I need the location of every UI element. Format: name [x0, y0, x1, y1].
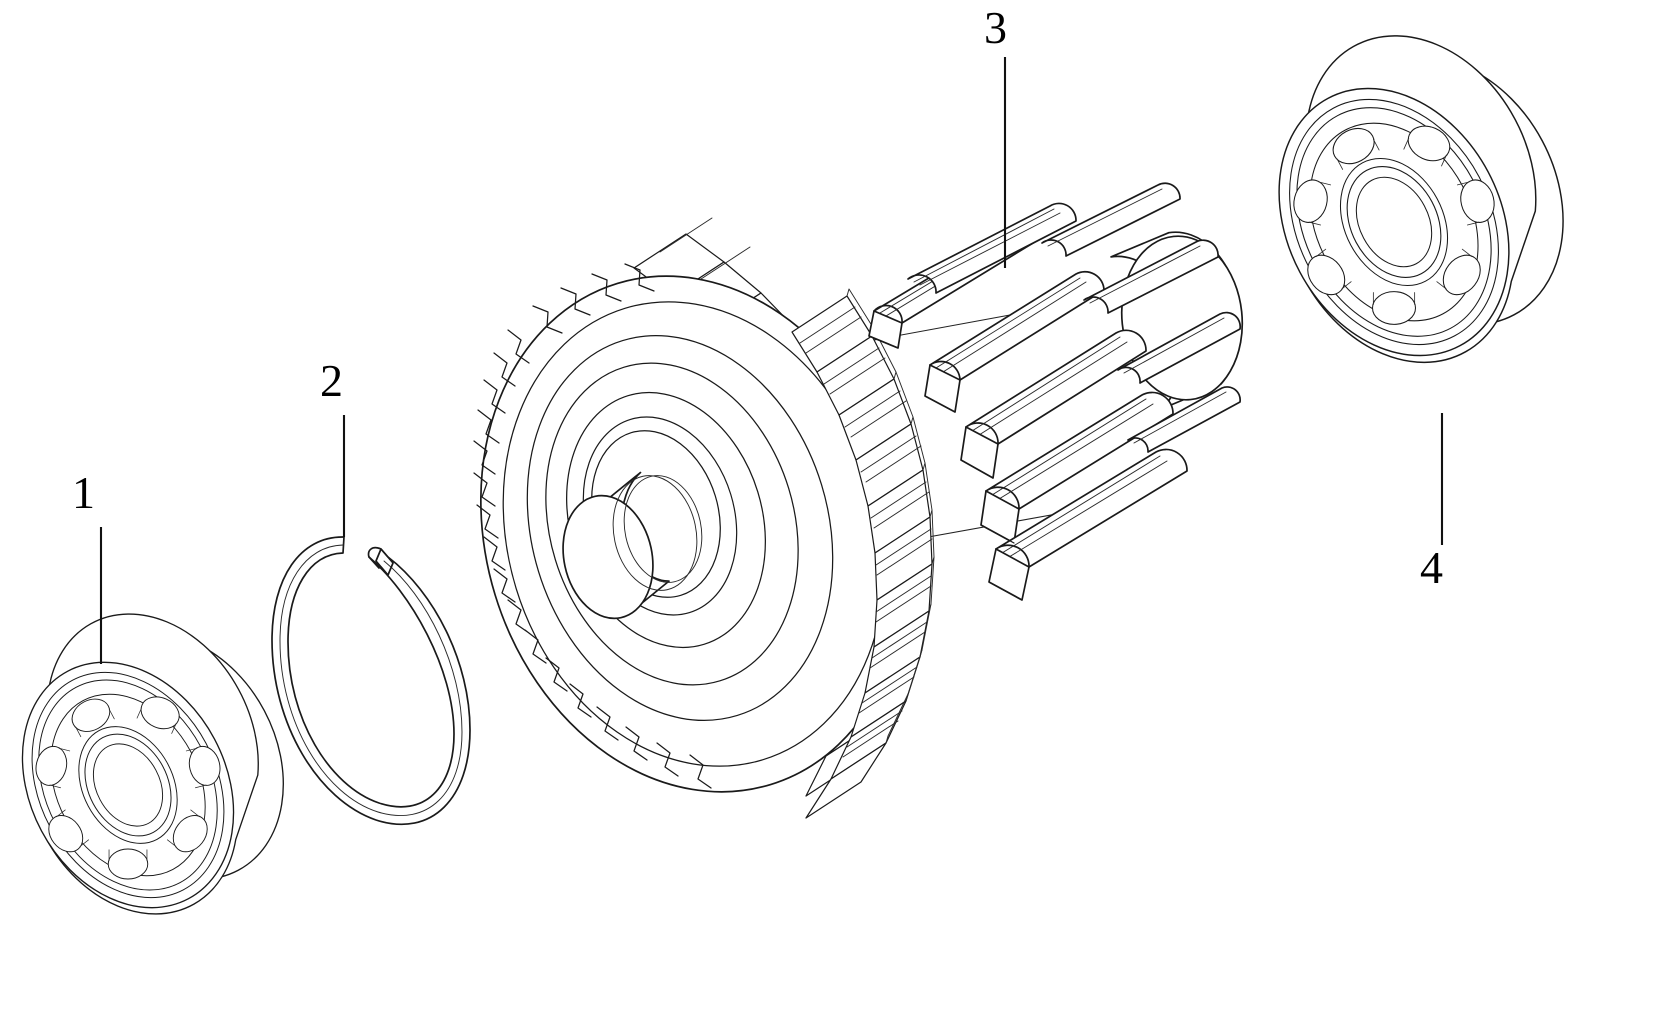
callout-label-4: 4: [1420, 542, 1443, 593]
callout-label-3: 3: [984, 2, 1007, 53]
callout-leader-lines: [99, 57, 1444, 664]
callout-label-1: 1: [72, 467, 95, 518]
gear-teeth-helical-band: [791, 288, 935, 819]
pinion-teeth: [868, 182, 1242, 601]
part-retaining-snap-ring: [271, 536, 471, 826]
callout-label-2: 2: [320, 355, 343, 406]
part-pinion-gear-shaft: [868, 182, 1244, 601]
part-large-helical-gear: [473, 217, 935, 819]
gear-teeth-near-side: [473, 263, 712, 789]
part-ball-bearing-right: [1217, 0, 1609, 404]
